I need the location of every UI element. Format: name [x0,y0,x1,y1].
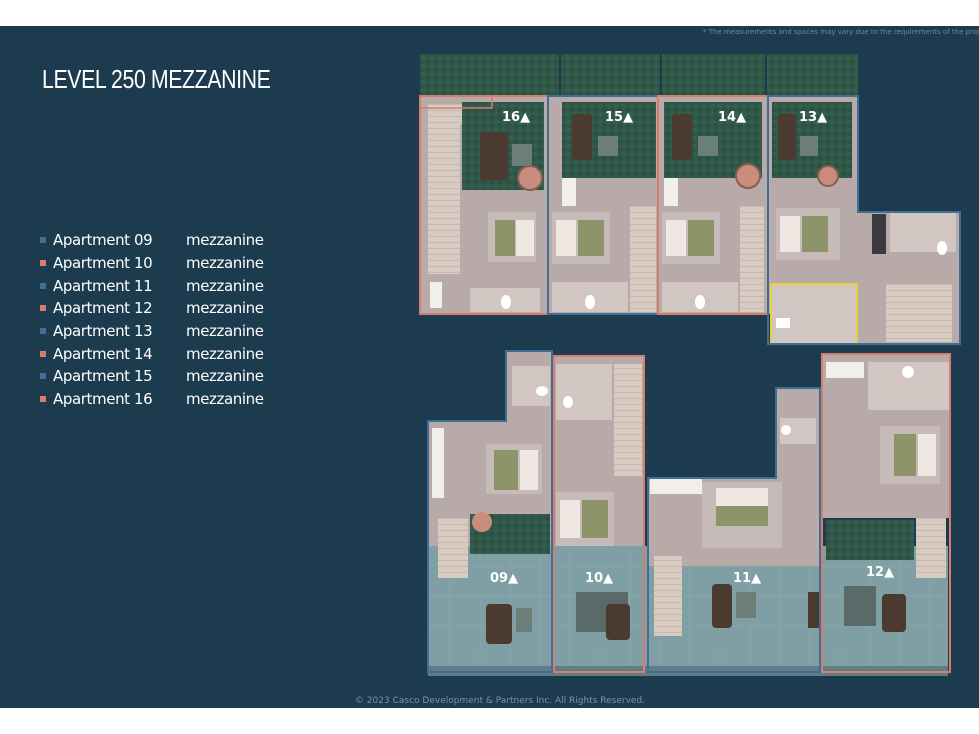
unit-label-13: 13▲ [799,110,827,125]
legend-item: Apartment 16 mezzanine [40,388,264,411]
unit-label-15: 15▲ [605,110,633,125]
slide: * The measurements and spaces may vary d… [0,26,979,708]
legend-item: Apartment 11 mezzanine [40,274,264,297]
legend-apartment: Apartment 14 [53,344,153,363]
legend-item: Apartment 12 mezzanine [40,297,264,320]
legend-swatch [40,305,46,312]
roof-garden [420,54,858,96]
disclaimer-text: * The measurements and spaces may vary d… [702,28,979,36]
legend-apartment: Apartment 10 [53,254,153,273]
unit-09: 09▲ [427,350,553,673]
unit-label-09: 09▲ [490,571,518,586]
legend-swatch [40,396,46,403]
unit-label-12: 12▲ [866,565,894,580]
unit-15: 15▲ [547,95,659,315]
unit-label-11: 11▲ [733,571,761,586]
legend-type: mezzanine [186,322,264,341]
legend-apartment: Apartment 16 [53,390,153,409]
legend: Apartment 09 mezzanine Apartment 10 mezzan… [40,229,264,411]
legend-type: mezzanine [186,344,264,363]
legend-item: Apartment 14 mezzanine [40,342,264,365]
legend-type: mezzanine [186,299,264,318]
legend-swatch [40,260,46,267]
legend-swatch [40,328,46,335]
legend-type: mezzanine [186,390,264,409]
legend-swatch [40,282,46,289]
top-block: 16▲ 15▲ [419,54,961,345]
unit-12: 12▲ [821,353,951,673]
page-title: LEVEL 250 MEZZANINE [42,64,271,94]
unit-13: 13▲ [767,95,961,345]
legend-apartment: Apartment 13 [53,322,153,341]
unit-label-16: 16▲ [502,110,530,125]
legend-item: Apartment 15 mezzanine [40,365,264,388]
unit-label-10: 10▲ [585,571,613,586]
unit-10: 10▲ [553,355,645,673]
legend-apartment: Apartment 12 [53,299,153,318]
copyright-footer: © 2023 Casco Development & Partners Inc.… [354,696,646,706]
floor-plan: 16▲ 15▲ [419,54,961,676]
legend-apartment: Apartment 11 [53,276,153,295]
legend-swatch [40,350,46,357]
legend-type: mezzanine [186,254,264,273]
highlighted-room [770,283,858,345]
legend-type: mezzanine [186,367,264,386]
legend-item: Apartment 10 mezzanine [40,252,264,275]
unit-14: 14▲ [657,95,769,315]
legend-item: Apartment 13 mezzanine [40,320,264,343]
legend-swatch [40,373,46,380]
legend-type: mezzanine [186,231,264,250]
legend-swatch [40,237,46,244]
legend-item: Apartment 09 mezzanine [40,229,264,252]
unit-11: 11▲ [647,387,822,673]
unit-16: 16▲ [419,95,549,315]
bottom-block: 09▲ 10▲ [427,350,951,676]
unit-label-14: 14▲ [718,110,746,125]
legend-type: mezzanine [186,276,264,295]
legend-apartment: Apartment 15 [53,367,153,386]
legend-apartment: Apartment 09 [53,231,153,250]
